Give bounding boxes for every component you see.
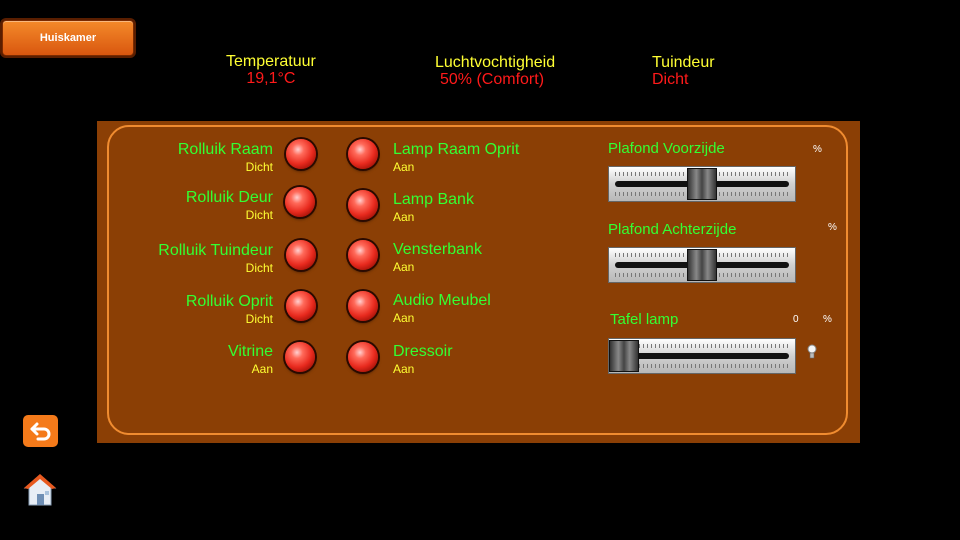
shade-state: Dicht — [245, 208, 273, 222]
dimmer-slider-plafond-voorzijde[interactable] — [608, 166, 796, 202]
shade-state: Dicht — [245, 160, 273, 174]
slider-ticks — [615, 344, 789, 348]
shade-toggle-rolluik-raam[interactable] — [286, 139, 316, 169]
light-toggle-audio-meubel[interactable] — [348, 291, 378, 321]
light-name: Vensterbank — [393, 241, 482, 258]
slider-thumb[interactable] — [687, 249, 717, 281]
dimmer-slider-plafond-achterzijde[interactable] — [608, 247, 796, 283]
dimmer-value-plafond-achterzijde: % — [828, 222, 837, 233]
shade-state: Dicht — [245, 261, 273, 275]
shade-state: Dicht — [245, 312, 273, 326]
shade-name: Rolluik Raam — [177, 141, 273, 158]
light-state: Aan — [393, 160, 415, 174]
dimmer-value-tafel-lamp: 0 — [793, 314, 799, 325]
slider-thumb[interactable] — [687, 168, 717, 200]
light-state: Aan — [393, 311, 415, 325]
shade-toggle-rolluik-deur[interactable] — [285, 187, 315, 217]
light-toggle-dressoir[interactable] — [348, 342, 378, 372]
shade-item-rolluik-raam: Rolluik Raam Dicht — [178, 141, 273, 174]
humidity-value: 50% (Comfort) — [440, 71, 545, 88]
light-name: Dressoir — [393, 343, 453, 360]
back-button[interactable] — [23, 415, 58, 447]
garden-door-value: Dicht — [652, 71, 689, 88]
light-state: Aan — [393, 362, 415, 376]
shade-name: Rolluik Deur — [185, 189, 273, 206]
slider-thumb[interactable] — [609, 340, 639, 372]
light-name: Audio Meubel — [393, 292, 491, 309]
light-toggle-lamp-raam-oprit[interactable] — [348, 139, 378, 169]
temperature-status: Temperatuur 19,1°C — [226, 53, 316, 88]
panel-border — [107, 125, 848, 435]
light-item-audio-meubel: Audio Meubel Aan — [393, 292, 491, 325]
dimmer-label-plafond-achterzijde: Plafond Achterzijde — [608, 221, 737, 238]
light-item-lamp-bank: Lamp Bank Aan — [393, 191, 474, 224]
room-tab-huiskamer[interactable]: Huiskamer — [2, 20, 134, 56]
home-icon — [23, 474, 57, 506]
shade-item-rolluik-tuindeur: Rolluik Tuindeur Dicht — [158, 242, 273, 275]
light-toggle-lamp-bank[interactable] — [348, 190, 378, 220]
temperature-value: 19,1°C — [246, 70, 296, 87]
light-toggle-vitrine[interactable] — [285, 342, 315, 372]
dimmer-unit: % — [828, 222, 837, 233]
back-arrow-icon — [30, 422, 50, 441]
control-panel: Rolluik Raam Dicht Rolluik Deur Dicht Ro… — [97, 121, 860, 443]
dimmer-label-tafel-lamp: Tafel lamp — [610, 311, 679, 328]
dimmer-unit: % — [813, 144, 822, 155]
shade-name: Vitrine — [227, 343, 273, 360]
light-name: Lamp Raam Oprit — [393, 141, 520, 158]
dimmer-label-plafond-voorzijde: Plafond Voorzijde — [608, 140, 725, 157]
shade-item-vitrine: Vitrine Aan — [228, 343, 273, 376]
shade-toggle-rolluik-oprit[interactable] — [286, 291, 316, 321]
shade-name: Rolluik Oprit — [185, 293, 273, 310]
light-item-lamp-raam-oprit: Lamp Raam Oprit Aan — [393, 141, 519, 174]
garden-door-label: Tuindeur — [652, 54, 715, 71]
shade-item-rolluik-deur: Rolluik Deur Dicht — [186, 189, 273, 222]
slider-track — [615, 353, 789, 359]
dimmer-unit-tafel-lamp: % — [823, 314, 832, 325]
slider-ticks — [615, 364, 789, 368]
light-state: Aan — [393, 260, 415, 274]
shade-toggle-rolluik-tuindeur[interactable] — [286, 240, 316, 270]
garden-door-status: Tuindeur Dicht — [652, 54, 715, 89]
light-item-dressoir: Dressoir Aan — [393, 343, 453, 376]
humidity-label: Luchtvochtigheid — [435, 54, 556, 71]
shade-name: Rolluik Tuindeur — [158, 242, 273, 259]
light-toggle-vensterbank[interactable] — [348, 240, 378, 270]
dimmer-slider-tafel-lamp[interactable] — [608, 338, 796, 374]
humidity-status: Luchtvochtigheid 50% (Comfort) — [435, 54, 555, 89]
light-state: Aan — [393, 210, 415, 224]
temperature-label: Temperatuur — [226, 53, 316, 70]
home-button[interactable] — [22, 472, 58, 508]
dimmer-value-plafond-voorzijde: % — [813, 144, 822, 155]
light-item-vensterbank: Vensterbank Aan — [393, 241, 482, 274]
bulb-icon — [807, 344, 817, 359]
light-name: Lamp Bank — [393, 191, 474, 208]
shade-item-rolluik-oprit: Rolluik Oprit Dicht — [186, 293, 273, 326]
shade-state: Aan — [251, 362, 273, 376]
